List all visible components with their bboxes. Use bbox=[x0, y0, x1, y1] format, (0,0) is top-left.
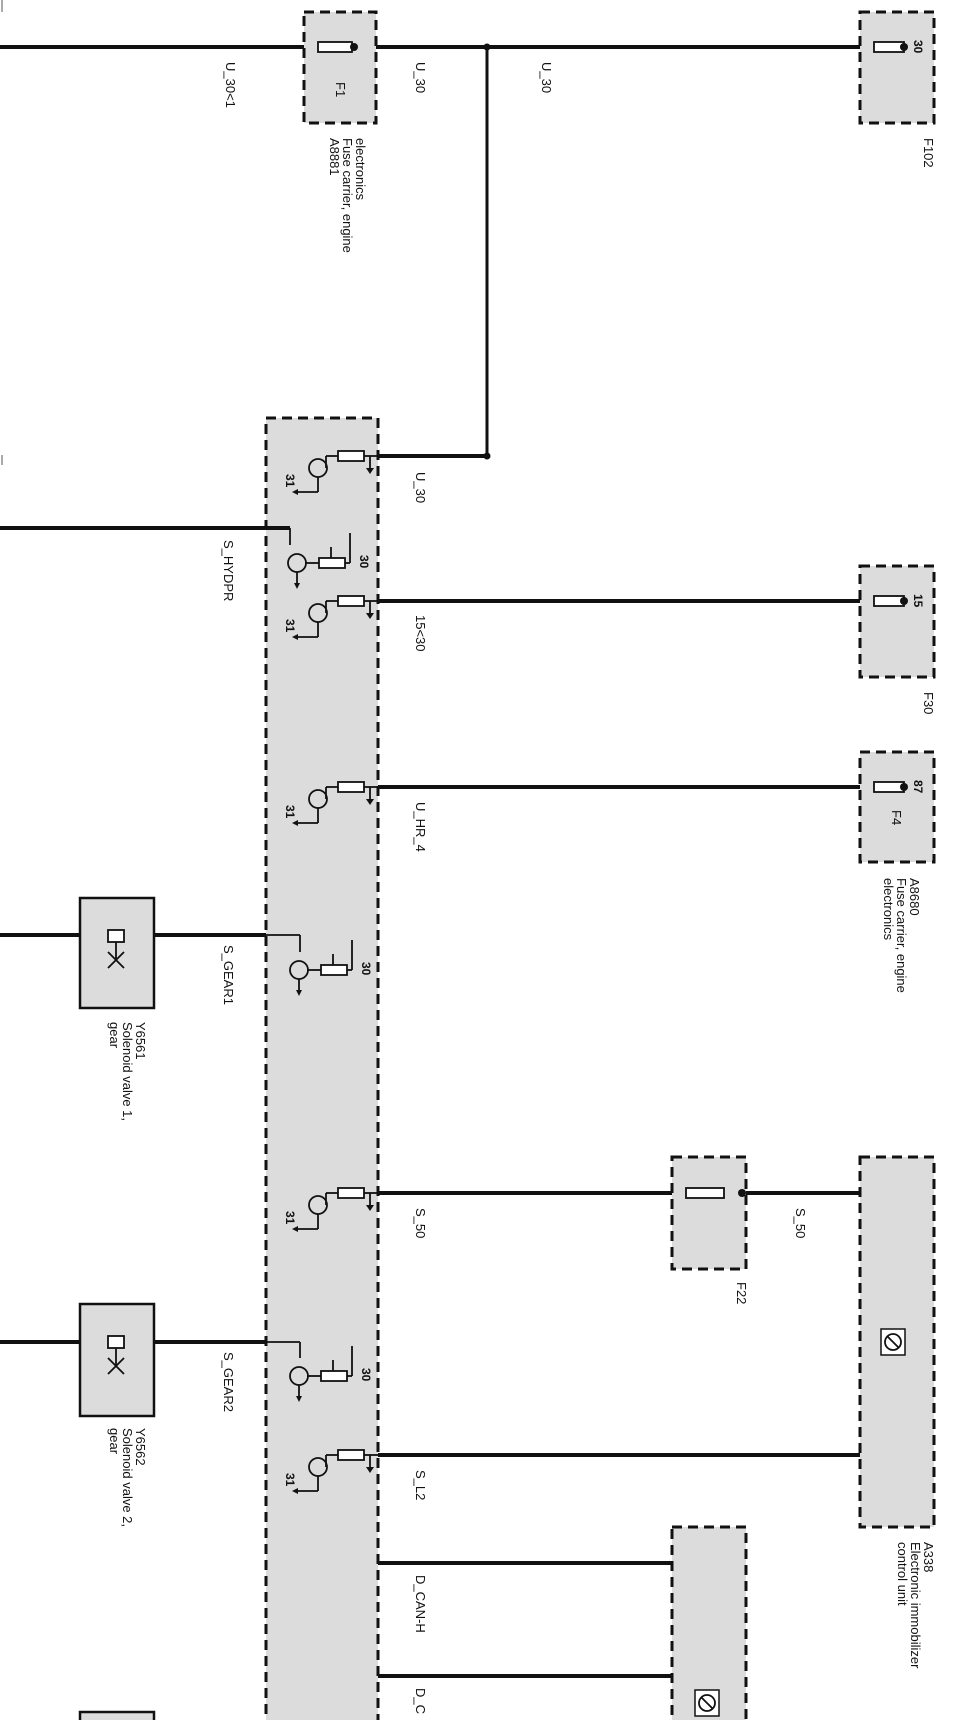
fuse-f30 bbox=[873, 595, 905, 607]
wire-label-s-50-b: S_50 bbox=[793, 1208, 808, 1238]
a8680-pin: 87 bbox=[911, 780, 925, 794]
y6562-desc1: Solenoid valve 2, bbox=[120, 1428, 135, 1527]
a8881-desc2: electronics bbox=[353, 138, 368, 201]
a8881-desc1: Fuse carrier, engine bbox=[340, 138, 355, 253]
fuse-carrier-a8881 bbox=[302, 10, 378, 125]
wire-label-s-hydpr: S_HYDPR bbox=[221, 540, 236, 601]
wire-label-s-gear1: S_GEAR1 bbox=[221, 945, 236, 1005]
fuse-f4 bbox=[873, 781, 905, 793]
partial-component bbox=[78, 1710, 156, 1720]
y6562-desc2: gear bbox=[107, 1428, 122, 1455]
wire-label-d-c: D_C bbox=[413, 1688, 428, 1714]
fuse-f30-box bbox=[858, 564, 936, 679]
control-unit-icon bbox=[698, 1694, 716, 1712]
fuse-carrier-a8680 bbox=[858, 750, 936, 864]
wire-label-u30-1: U_30<1 bbox=[223, 62, 238, 108]
y6561-id: Y6561 bbox=[133, 1022, 148, 1060]
wire-label-s-gear2: S_GEAR2 bbox=[221, 1352, 236, 1412]
pin-30: 30 bbox=[359, 962, 373, 976]
f30-id: F30 bbox=[921, 692, 936, 714]
y6561-desc2: gear bbox=[107, 1022, 122, 1049]
pin-31: 31 bbox=[283, 805, 297, 819]
a338-id: A338 bbox=[921, 1542, 936, 1572]
fuse-f102-box bbox=[858, 10, 936, 125]
pin-30: 30 bbox=[359, 1368, 373, 1382]
engine-control-unit bbox=[264, 416, 380, 1720]
pin-30: 30 bbox=[357, 555, 371, 569]
solenoid-valve-y6562 bbox=[78, 1302, 156, 1418]
pin-31: 31 bbox=[283, 474, 297, 488]
wire-label-s-50-a: S_50 bbox=[413, 1208, 428, 1238]
wire-label-15-30: 15<30 bbox=[413, 615, 428, 652]
f30-pin: 15 bbox=[911, 594, 925, 608]
y6562-id: Y6562 bbox=[133, 1428, 148, 1466]
fuse-f1 bbox=[317, 41, 353, 53]
a8680-desc1: Fuse carrier, engine bbox=[894, 878, 909, 993]
a8680-desc2: electronics bbox=[881, 878, 896, 941]
fuse-f102 bbox=[873, 41, 905, 53]
solenoid-valve-y6561 bbox=[78, 896, 156, 1010]
can-module-box bbox=[670, 1525, 748, 1720]
fuse-f1-label: F1 bbox=[333, 82, 348, 97]
wire-label-u30-c: U_30 bbox=[413, 472, 428, 503]
wire-label-u30-a: U_30 bbox=[413, 62, 428, 93]
control-unit-icon bbox=[884, 1333, 902, 1351]
a8680-id: A8680 bbox=[907, 878, 922, 916]
f102-id: F102 bbox=[921, 138, 936, 168]
pin-31: 31 bbox=[283, 619, 297, 633]
f22-id: F22 bbox=[734, 1282, 749, 1304]
wire-label-u30-b: U_30 bbox=[539, 62, 554, 93]
pin-31: 31 bbox=[283, 1473, 297, 1487]
f102-pin: 30 bbox=[911, 40, 925, 54]
fuse-f4-label: F4 bbox=[889, 810, 904, 825]
a338-desc2: control unit bbox=[895, 1542, 910, 1606]
fuse-f22-box bbox=[670, 1155, 748, 1271]
wire-label-d-can-h: D_CAN-H bbox=[413, 1575, 428, 1633]
fuse-f22 bbox=[685, 1187, 725, 1199]
y6561-desc1: Solenoid valve 1, bbox=[120, 1022, 135, 1121]
wire-label-s-l2: S_L2 bbox=[413, 1470, 428, 1500]
pin-31: 31 bbox=[283, 1211, 297, 1225]
a338-desc1: Electronic immobilizer bbox=[908, 1542, 923, 1669]
a8881-id: A8881 bbox=[327, 138, 342, 176]
wire-label-u-hr-4: U_HR_4 bbox=[413, 802, 428, 852]
